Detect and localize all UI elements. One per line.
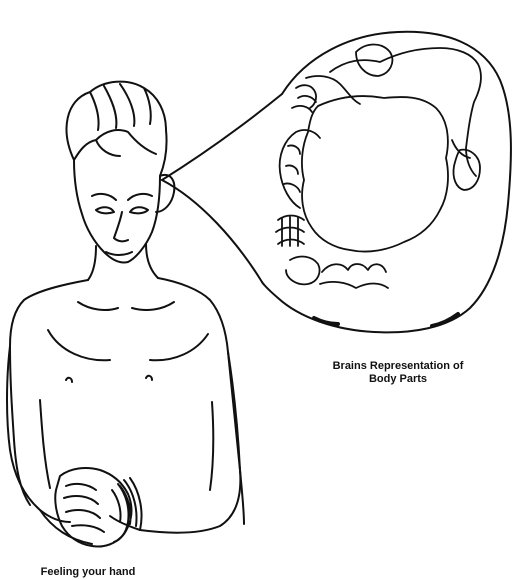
wrist-wraps xyxy=(114,478,142,542)
homunculus-tongue xyxy=(286,257,320,285)
arm-right xyxy=(140,352,240,533)
collarbones xyxy=(78,302,174,310)
caption-feeling-hand: Feeling your hand xyxy=(28,566,148,579)
homunculus xyxy=(276,45,481,289)
chest-line xyxy=(48,330,208,360)
homunculus-leg xyxy=(330,48,481,176)
nipples xyxy=(66,376,152,382)
bubble-thick-marks xyxy=(314,314,458,326)
torso xyxy=(10,278,244,524)
homunculus-teeth xyxy=(276,216,304,247)
caption-brain-line2: Body Parts xyxy=(318,373,478,386)
brain-bubble xyxy=(162,32,511,333)
mouth xyxy=(106,252,132,255)
arm-left xyxy=(7,346,70,522)
homunculus-arm xyxy=(296,76,360,108)
nose xyxy=(114,212,128,241)
forearm xyxy=(40,510,140,544)
homunculus-viscera xyxy=(320,264,388,288)
eyebrows xyxy=(92,194,152,200)
caption-brain-line1: Brains Representation of xyxy=(318,360,478,373)
person-figure xyxy=(7,82,244,547)
torso-side xyxy=(40,400,213,490)
homunculus-fingers xyxy=(292,96,316,112)
cortex-outline xyxy=(302,96,448,252)
bubble-connector-top xyxy=(162,94,282,180)
homunculus-face xyxy=(280,130,320,208)
hair xyxy=(67,82,167,176)
bubble-connector-bottom xyxy=(162,180,262,282)
caption-brain-representation: Brains Representation of Body Parts xyxy=(318,360,478,386)
